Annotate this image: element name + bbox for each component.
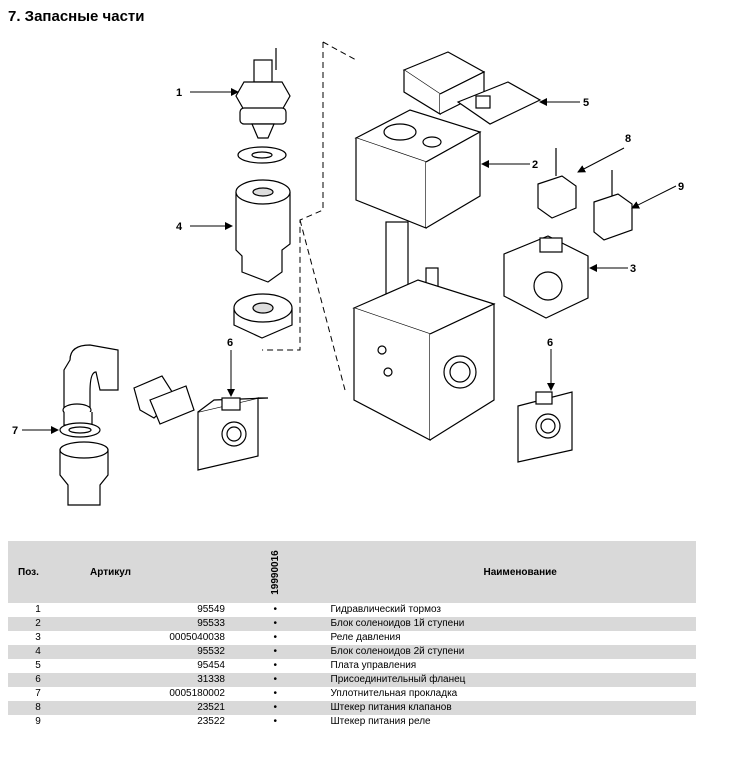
header-name: Наименование	[297, 541, 696, 603]
row-name: Блок соленоидов 2й ступени	[297, 645, 696, 659]
part-3-pressure-relay	[503, 235, 589, 319]
header-article: Артикул	[68, 541, 253, 603]
row-pos: 1	[35, 604, 41, 615]
valve-body	[352, 279, 496, 441]
row-article: 23521	[68, 701, 253, 715]
row-pos: 4	[8, 645, 68, 659]
row-name: Штекер питания реле	[330, 716, 431, 727]
table-row: 4 95532 • Блок соленоидов 2й ступени	[8, 645, 696, 659]
part-8-valve-plug	[537, 148, 577, 219]
callout-7: 7	[12, 425, 18, 437]
callout-4: 4	[176, 221, 183, 233]
part-1-hydraulic-brake	[235, 48, 291, 164]
part-6-flange-right	[517, 391, 573, 463]
model-number-label: 19990016	[269, 549, 281, 595]
callout-1: 1	[176, 87, 182, 99]
table-row: 3 0005040038 • Реле давления	[8, 631, 696, 645]
row-name: Реле давления	[330, 632, 401, 643]
table-row: 8 23521 • Штекер питания клапанов	[8, 701, 696, 715]
part-9-relay-plug	[593, 170, 633, 241]
row-name: Блок соленоидов 1й ступени	[297, 617, 696, 631]
row-name: Уплотнительная прокладка	[330, 688, 458, 699]
section-title: 7. Запасные части	[8, 8, 145, 25]
part-4-solenoid-block-stage2	[235, 179, 291, 283]
row-pos: 9	[35, 716, 41, 727]
row-article: 31338	[68, 673, 253, 687]
callout-9: 9	[678, 181, 684, 193]
exploded-parts-diagram: 1 2 3 4 5 6 6 7 8 9	[12, 41, 684, 506]
callout-3: 3	[630, 263, 636, 275]
row-pos: 2	[8, 617, 68, 631]
callout-8: 8	[625, 133, 631, 145]
row-mark: •	[273, 716, 277, 727]
row-mark: •	[273, 604, 277, 615]
row-mark: •	[253, 617, 298, 631]
table-row: 1 95549 • Гидравлический тормоз	[8, 603, 696, 617]
table-row: 5 95454 • Плата управления	[8, 659, 696, 673]
row-mark: •	[253, 673, 298, 687]
row-name: Присоединительный фланец	[297, 673, 696, 687]
row-mark: •	[253, 645, 298, 659]
row-pos: 3	[35, 632, 41, 643]
row-pos: 5	[35, 660, 41, 671]
row-pos: 6	[8, 673, 68, 687]
row-mark: •	[273, 632, 277, 643]
table-row: 6 31338 • Присоединительный фланец	[8, 673, 696, 687]
header-pos: Поз.	[8, 541, 68, 603]
table-row: 2 95533 • Блок соленоидов 1й ступени	[8, 617, 696, 631]
callout-6-left: 6	[227, 337, 233, 349]
nut	[233, 293, 293, 339]
row-mark: •	[273, 660, 277, 671]
row-article: 95549	[197, 604, 225, 615]
row-name: Гидравлический тормоз	[330, 604, 442, 615]
callout-5: 5	[583, 97, 589, 109]
row-article: 95454	[197, 660, 225, 671]
part-2-solenoid-block-stage1	[354, 109, 482, 229]
header-model: 19990016	[253, 541, 298, 603]
callout-6-right: 6	[547, 337, 553, 349]
part-5-control-board	[402, 51, 542, 125]
row-article: 0005040038	[169, 632, 225, 643]
row-name: Плата управления	[330, 660, 417, 671]
table-row: 9 23522 • Штекер питания реле	[8, 715, 696, 729]
table-header-row: Поз. Артикул 19990016 Наименование	[8, 541, 696, 603]
part-6-flange-left	[197, 397, 269, 471]
row-mark: •	[253, 701, 298, 715]
row-name: Штекер питания клапанов	[297, 701, 696, 715]
row-article: 95533	[68, 617, 253, 631]
part-7-elbow-fittings	[59, 344, 195, 506]
row-article: 95532	[68, 645, 253, 659]
row-article: 23522	[197, 716, 225, 727]
table-row: 7 0005180002 • Уплотнительная прокладка	[8, 687, 696, 701]
callout-2: 2	[532, 159, 538, 171]
row-article: 0005180002	[169, 688, 225, 699]
row-pos: 7	[35, 688, 41, 699]
parts-table: Поз. Артикул 19990016 Наименование 1 955…	[8, 541, 696, 729]
row-pos: 8	[8, 701, 68, 715]
row-mark: •	[273, 688, 277, 699]
